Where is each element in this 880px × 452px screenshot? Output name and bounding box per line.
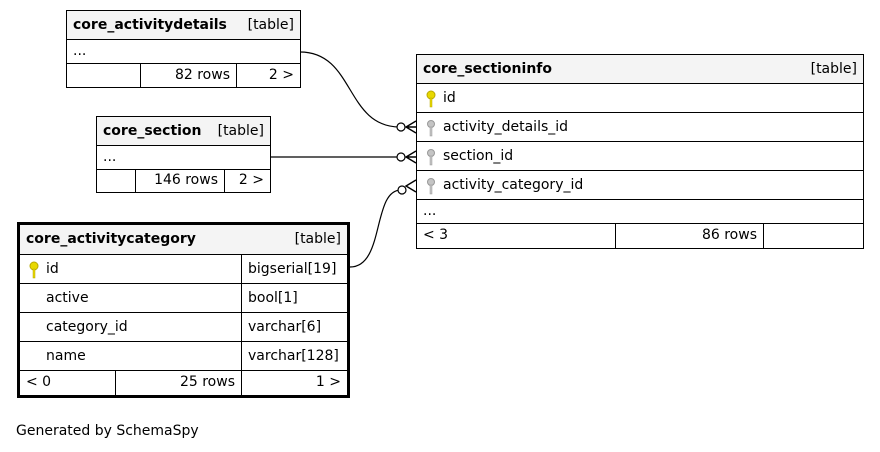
column-name: active bbox=[46, 290, 89, 306]
table-name: core_activitycategory bbox=[26, 231, 196, 247]
table-name: core_sectioninfo bbox=[423, 61, 552, 77]
table-footer: 146 rows 2 > bbox=[97, 170, 270, 192]
edge-activity-category bbox=[349, 189, 402, 268]
table-footer: < 0 25 rows 1 > bbox=[20, 371, 347, 395]
edge-activity-details-crowfoot bbox=[404, 120, 417, 134]
column-name: activity_details_id bbox=[443, 119, 569, 135]
nav-next[interactable]: 2 > bbox=[236, 64, 300, 87]
column-name: category_id bbox=[46, 319, 128, 335]
generator-credit: Generated by SchemaSpy bbox=[16, 423, 199, 439]
column-row-id[interactable]: id bigserial[19] bbox=[20, 255, 347, 284]
column-name: name bbox=[46, 348, 86, 364]
ellipsis: ... bbox=[103, 149, 117, 165]
foreign-key-icon bbox=[427, 178, 435, 195]
foreign-key-icon bbox=[427, 149, 435, 166]
edge-activity-details-zero bbox=[396, 122, 406, 132]
edge-section-zero bbox=[396, 152, 406, 162]
table-footer: 82 rows 2 > bbox=[67, 64, 300, 87]
primary-key-icon bbox=[29, 261, 39, 279]
nav-next[interactable]: 2 > bbox=[224, 170, 270, 192]
edge-activity-category-crowfoot bbox=[404, 179, 417, 193]
table-name: core_activitydetails bbox=[73, 17, 227, 33]
column-type: bigserial[19] bbox=[241, 255, 347, 283]
column-name: activity_category_id bbox=[443, 177, 584, 193]
column-type: varchar[6] bbox=[241, 313, 347, 341]
table-tag: [table] bbox=[810, 61, 857, 77]
more-columns-row: ... bbox=[417, 200, 863, 224]
column-name: section_id bbox=[443, 148, 514, 164]
column-row-id[interactable]: id bbox=[417, 84, 863, 113]
table-tag: [table] bbox=[217, 123, 264, 139]
table-name: core_section bbox=[103, 123, 202, 139]
table-tag: [table] bbox=[247, 17, 294, 33]
column-row-active[interactable]: active bool[1] bbox=[20, 284, 347, 313]
nav-prev[interactable] bbox=[97, 170, 135, 192]
table-core-section[interactable]: core_section [table] ... 146 rows 2 > bbox=[96, 116, 271, 193]
edge-activity-details bbox=[299, 51, 401, 128]
column-type: varchar[128] bbox=[241, 342, 347, 370]
nav-prev[interactable]: < 0 bbox=[26, 374, 52, 390]
table-footer: < 3 86 rows bbox=[417, 224, 863, 248]
row-count: 86 rows bbox=[615, 224, 763, 248]
row-count: 146 rows bbox=[135, 170, 224, 192]
column-row-activity-category-id[interactable]: activity_category_id bbox=[417, 171, 863, 200]
table-tag: [table] bbox=[294, 231, 341, 247]
table-header: core_sectioninfo [table] bbox=[417, 55, 863, 84]
ellipsis: ... bbox=[423, 203, 437, 219]
column-row-name[interactable]: name varchar[128] bbox=[20, 342, 347, 371]
table-core-activitydetails[interactable]: core_activitydetails [table] ... 82 rows… bbox=[66, 10, 301, 88]
column-name: id bbox=[46, 261, 59, 277]
column-row-section-id[interactable]: section_id bbox=[417, 142, 863, 171]
nav-prev[interactable] bbox=[67, 64, 140, 87]
nav-prev[interactable]: < 3 bbox=[423, 227, 449, 243]
foreign-key-icon bbox=[427, 120, 435, 137]
table-header: core_activitydetails [table] bbox=[67, 11, 300, 40]
edge-section-crowfoot bbox=[404, 150, 417, 164]
column-row-category-id[interactable]: category_id varchar[6] bbox=[20, 313, 347, 342]
column-type: bool[1] bbox=[241, 284, 347, 312]
column-name: id bbox=[443, 90, 456, 106]
table-header: core_activitycategory [table] bbox=[20, 225, 347, 255]
column-row-activity-details-id[interactable]: activity_details_id bbox=[417, 113, 863, 142]
edge-activity-category-zero bbox=[397, 185, 407, 195]
table-core-activitycategory[interactable]: core_activitycategory [table] id bigseri… bbox=[17, 222, 350, 398]
primary-key-icon bbox=[426, 90, 436, 108]
more-columns-row: ... bbox=[97, 146, 270, 170]
more-columns-row: ... bbox=[67, 40, 300, 64]
row-count: 25 rows bbox=[115, 371, 241, 395]
table-core-sectioninfo[interactable]: core_sectioninfo [table] id activity_det… bbox=[416, 54, 864, 249]
ellipsis: ... bbox=[73, 43, 87, 59]
nav-next[interactable]: 1 > bbox=[241, 371, 347, 395]
nav-next[interactable] bbox=[763, 224, 863, 248]
row-count: 82 rows bbox=[140, 64, 236, 87]
table-header: core_section [table] bbox=[97, 117, 270, 146]
